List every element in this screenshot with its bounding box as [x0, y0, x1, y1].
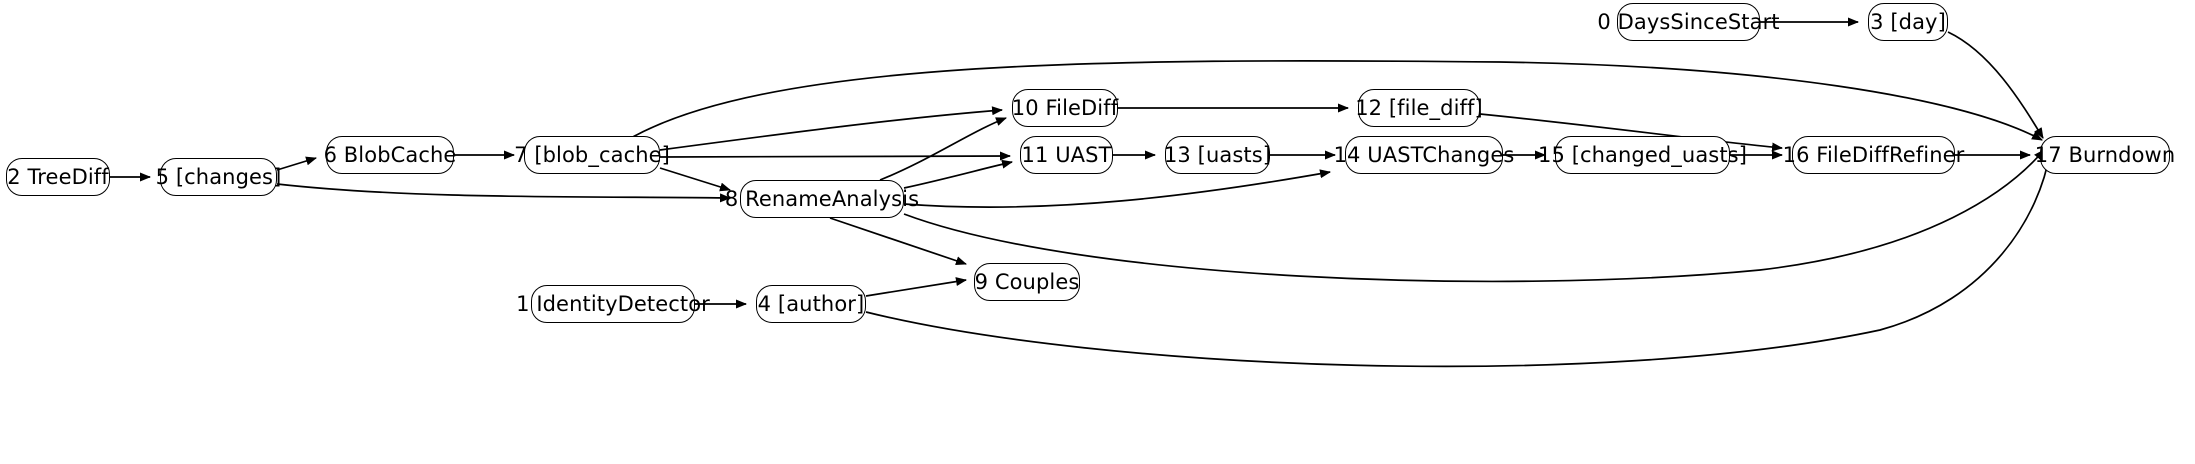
edge-12-to-16 [1479, 113, 1783, 152]
graph-node-label: 14 UASTChanges [1333, 142, 1515, 167]
graph-node-12[interactable]: 12 [file_diff] [1355, 89, 1483, 127]
graph-node-label: 11 UAST [1021, 142, 1112, 167]
graph-node-15[interactable]: 15 [changed_uasts] [1538, 136, 1747, 174]
edge-4-to-17 [865, 151, 2053, 368]
graph-node-0[interactable]: 0 DaysSinceStart [1597, 3, 1780, 41]
graph-node-9[interactable]: 9 Couples [974, 263, 1080, 301]
graph-node-16[interactable]: 16 FileDiffRefiner [1783, 136, 1964, 174]
graph-node-11[interactable]: 11 UAST [1020, 136, 1113, 174]
graph-node-label: 12 [file_diff] [1355, 95, 1483, 120]
edge-8-to-9 [829, 217, 967, 266]
edge-5-to-8 [276, 183, 731, 203]
edge-8-to-11 [903, 159, 1013, 189]
graph-node-label: 8 RenameAnalysis [724, 186, 920, 211]
edge-8-to-14 [903, 169, 1331, 208]
graph-node-3[interactable]: 3 [day] [1868, 3, 1948, 41]
graph-node-label: 6 BlobCache [323, 142, 457, 167]
graph-node-label: 1 IdentityDetector [516, 291, 710, 316]
graph-node-label: 3 [day] [1870, 9, 1946, 34]
graph-node-5[interactable]: 5 [changes] [156, 158, 281, 196]
graph-node-8[interactable]: 8 RenameAnalysis [725, 180, 919, 218]
edge-8-to-17 [903, 149, 2045, 283]
graph-node-label: 4 [author] [757, 291, 865, 316]
graph-node-label: 13 [uasts] [1163, 142, 1272, 167]
graph-node-label: 9 Couples [974, 269, 1080, 294]
graph-node-7[interactable]: 7 [blob_cache] [514, 136, 670, 174]
graph-node-1[interactable]: 1 IdentityDetector [516, 285, 710, 323]
graph-node-label: 16 FileDiffRefiner [1782, 142, 1965, 167]
graph-node-label: 15 [changed_uasts] [1538, 142, 1747, 167]
graph-node-label: 17 Burndown [2034, 142, 2176, 167]
edge-7-to-11 [659, 151, 1011, 161]
graph-node-14[interactable]: 14 UASTChanges [1334, 136, 1514, 174]
graph-node-label: 2 TreeDiff [7, 164, 109, 189]
graph-node-label: 10 FileDiff [1011, 95, 1119, 120]
edge-7-to-8 [659, 167, 731, 192]
graph-node-label: 0 DaysSinceStart [1597, 9, 1780, 34]
edge-5-to-6 [276, 156, 317, 171]
graph-node-17[interactable]: 17 Burndown [2035, 136, 2175, 174]
edge-4-to-9 [865, 277, 967, 297]
graph-node-6[interactable]: 6 BlobCache [323, 136, 457, 174]
graph-node-label: 7 [blob_cache] [514, 142, 670, 167]
edge-7-to-10 [659, 106, 1003, 151]
edge-7-to-17 [623, 59, 2043, 143]
graph-node-10[interactable]: 10 FileDiff [1012, 89, 1118, 127]
graph-node-13[interactable]: 13 [uasts] [1163, 136, 1272, 174]
graph-node-2[interactable]: 2 TreeDiff [6, 158, 110, 196]
graph-node-4[interactable]: 4 [author] [756, 285, 866, 323]
graph-node-label: 5 [changes] [155, 164, 282, 189]
edge-3-to-17 [1947, 31, 2044, 139]
edge-8-to-10 [879, 117, 1007, 181]
